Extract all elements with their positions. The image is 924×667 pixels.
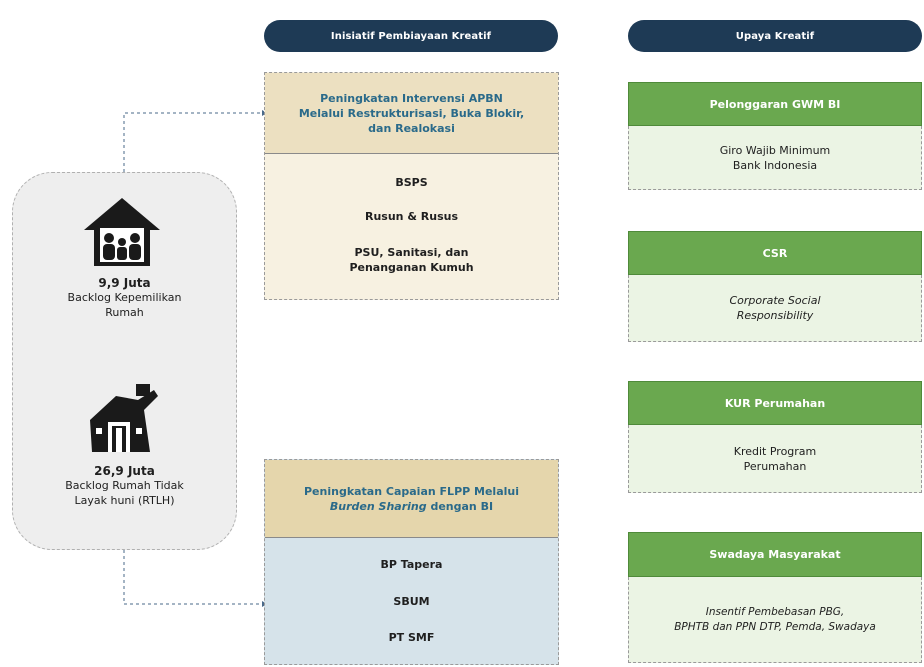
- flpp-item-sbum: SBUM: [393, 595, 430, 608]
- upaya-swadaya: Swadaya Masyarakat Insentif Pembebasan P…: [628, 532, 922, 663]
- upaya-swadaya-body: Insentif Pembebasan PBG, BPHTB dan PPN D…: [628, 577, 922, 663]
- apbn-title-line2: Melalui Restrukturisasi, Buka Blokir,: [298, 106, 525, 120]
- upaya-gwm: Pelonggaran GWM BI Giro Wajib Minimum Ba…: [628, 82, 922, 190]
- upaya-kur-body: Kredit Program Perumahan: [628, 425, 922, 493]
- rtlh-label-1: Backlog Rumah Tidak: [65, 479, 184, 492]
- upaya-swadaya-line1: Insentif Pembebasan PBG,: [705, 605, 845, 618]
- header-upaya: Upaya Kreatif: [628, 20, 922, 52]
- upaya-csr-line2: Responsibility: [736, 309, 814, 322]
- ownership-label-1: Backlog Kepemilikan: [67, 291, 182, 304]
- rtlh-stat: 26,9 Juta Backlog Rumah Tidak Layak huni…: [12, 464, 237, 508]
- upaya-csr: CSR Corporate Social Responsibility: [628, 231, 922, 342]
- flpp-item-ptsmf: PT SMF: [388, 631, 435, 644]
- rtlh-value: 26,9 Juta: [94, 464, 155, 478]
- upaya-csr-line1: Corporate Social: [729, 294, 821, 307]
- ownership-stat: 9,9 Juta Backlog Kepemilikan Rumah: [12, 276, 237, 320]
- upaya-gwm-line1: Giro Wajib Minimum: [719, 143, 831, 157]
- flpp-title-rest: dengan BI: [426, 499, 494, 513]
- upaya-kur-title: KUR Perumahan: [628, 381, 922, 425]
- apbn-item-psu-2: Penanganan Kumuh: [349, 261, 474, 274]
- apbn-item-bsps: BSPS: [395, 176, 428, 189]
- rtlh-label-2: Layak huni (RTLH): [74, 494, 175, 507]
- flpp-title: Peningkatan Capaian FLPP Melalui Burden …: [265, 460, 558, 538]
- flpp-item-tapera: BP Tapera: [380, 558, 443, 571]
- upaya-swadaya-title: Swadaya Masyarakat: [628, 532, 922, 577]
- apbn-item-rusun: Rusun & Rusus: [365, 210, 458, 223]
- upaya-kur: KUR Perumahan Kredit Program Perumahan: [628, 381, 922, 493]
- upaya-kur-line2: Perumahan: [743, 459, 807, 473]
- apbn-title-line1: Peningkatan Intervensi APBN: [320, 91, 503, 105]
- damaged-house-icon: [90, 384, 158, 452]
- apbn-item-psu-1: PSU, Sanitasi, dan: [354, 246, 469, 259]
- apbn-card: Peningkatan Intervensi APBN Melalui Rest…: [264, 72, 559, 300]
- apbn-title-line3: dan Realokasi: [368, 121, 455, 135]
- upaya-gwm-line2: Bank Indonesia: [732, 158, 818, 172]
- apbn-title: Peningkatan Intervensi APBN Melalui Rest…: [265, 73, 558, 154]
- flpp-title-italic: Burden Sharing: [329, 499, 427, 513]
- upaya-swadaya-line2: BPHTB dan PPN DTP, Pemda, Swadaya: [674, 620, 876, 633]
- upaya-csr-body: Corporate Social Responsibility: [628, 275, 922, 342]
- flpp-title-line1: Peningkatan Capaian FLPP Melalui: [303, 484, 519, 498]
- ownership-label-2: Rumah: [105, 306, 144, 319]
- header-inisiatif: Inisiatif Pembiayaan Kreatif: [264, 20, 558, 52]
- ownership-value: 9,9 Juta: [98, 276, 151, 290]
- upaya-gwm-title: Pelonggaran GWM BI: [628, 82, 922, 126]
- upaya-csr-title: CSR: [628, 231, 922, 275]
- upaya-kur-line1: Kredit Program: [733, 444, 817, 458]
- upaya-gwm-body: Giro Wajib Minimum Bank Indonesia: [628, 126, 922, 190]
- house-family-icon: [84, 198, 160, 266]
- flpp-card: Peningkatan Capaian FLPP Melalui Burden …: [264, 459, 559, 665]
